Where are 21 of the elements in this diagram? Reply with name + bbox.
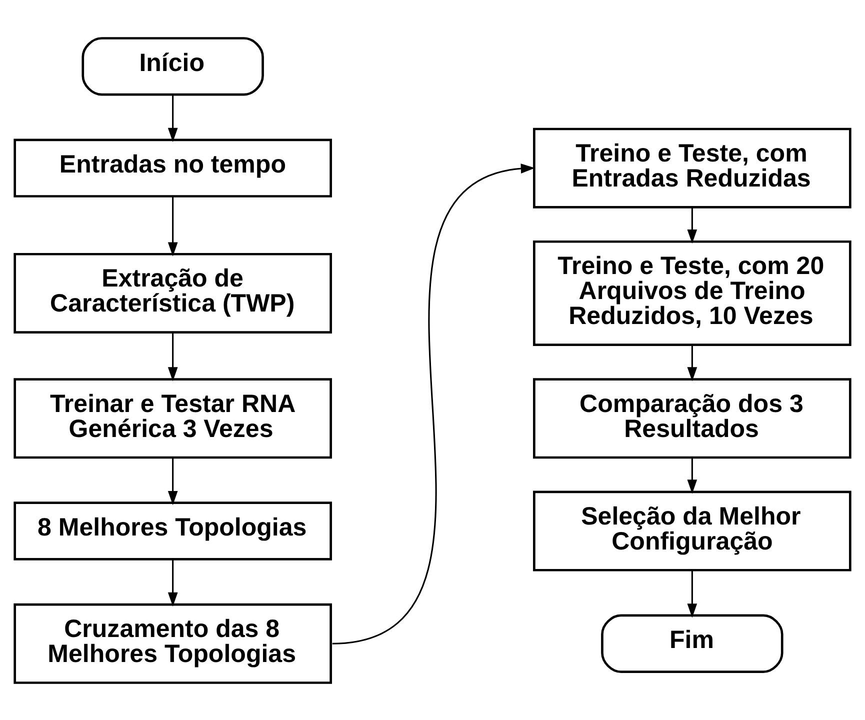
arrow bbox=[332, 163, 535, 644]
arrow bbox=[168, 94, 178, 142]
arrow bbox=[168, 196, 178, 256]
node-box: Cruzamento das 8 Melhores Topologias bbox=[14, 602, 332, 684]
arrow bbox=[168, 457, 178, 505]
node-box: Treino e Teste, com 20 Arquivos de Treino Reduzidos, 10 Vezes bbox=[533, 240, 852, 346]
node-box: Treinar e Testar RNA Genérica 3 Vezes bbox=[14, 378, 332, 458]
node-box: Entradas no tempo bbox=[14, 138, 332, 197]
node-box: Treino e Teste, com Entradas Reduzidas bbox=[533, 127, 852, 208]
arrow bbox=[168, 559, 178, 606]
node-box: Fim bbox=[601, 614, 784, 672]
arrow bbox=[687, 570, 698, 618]
node-box: Início bbox=[82, 36, 264, 96]
node-box: Seleção da Melhor Configuração bbox=[533, 490, 852, 571]
arrow bbox=[687, 344, 698, 381]
node-box: Extração de Característica (TWP) bbox=[14, 252, 332, 334]
arrow bbox=[687, 457, 698, 494]
arrow bbox=[687, 207, 698, 244]
arrow bbox=[168, 332, 178, 381]
node-box: Comparação dos 3 Resultados bbox=[533, 378, 852, 458]
node-box: 8 Melhores Topologias bbox=[14, 501, 332, 560]
